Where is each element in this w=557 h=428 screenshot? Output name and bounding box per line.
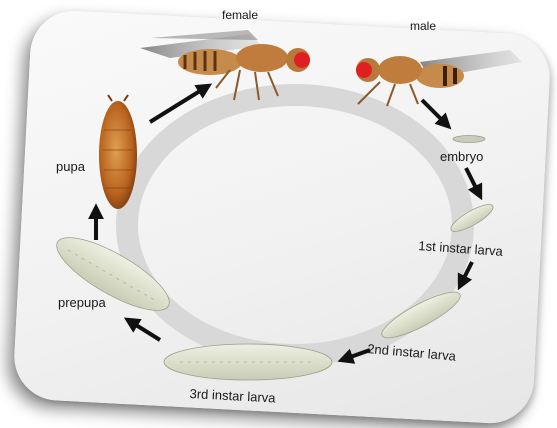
embryo-image — [453, 136, 485, 143]
label-embryo: embryo — [440, 149, 483, 164]
label-female: female — [222, 8, 258, 22]
male-fly-image — [356, 50, 522, 106]
third-instar-larva-image — [164, 344, 332, 380]
second-instar-larva-image — [377, 285, 465, 346]
label-pupa: pupa — [56, 159, 85, 174]
label-male: male — [410, 19, 436, 33]
pupa-image — [99, 95, 137, 209]
arrow-third-instar-to-prepupa — [128, 320, 160, 340]
label-prepupa: prepupa — [58, 295, 106, 310]
arrow-male-to-embryo — [422, 100, 448, 126]
